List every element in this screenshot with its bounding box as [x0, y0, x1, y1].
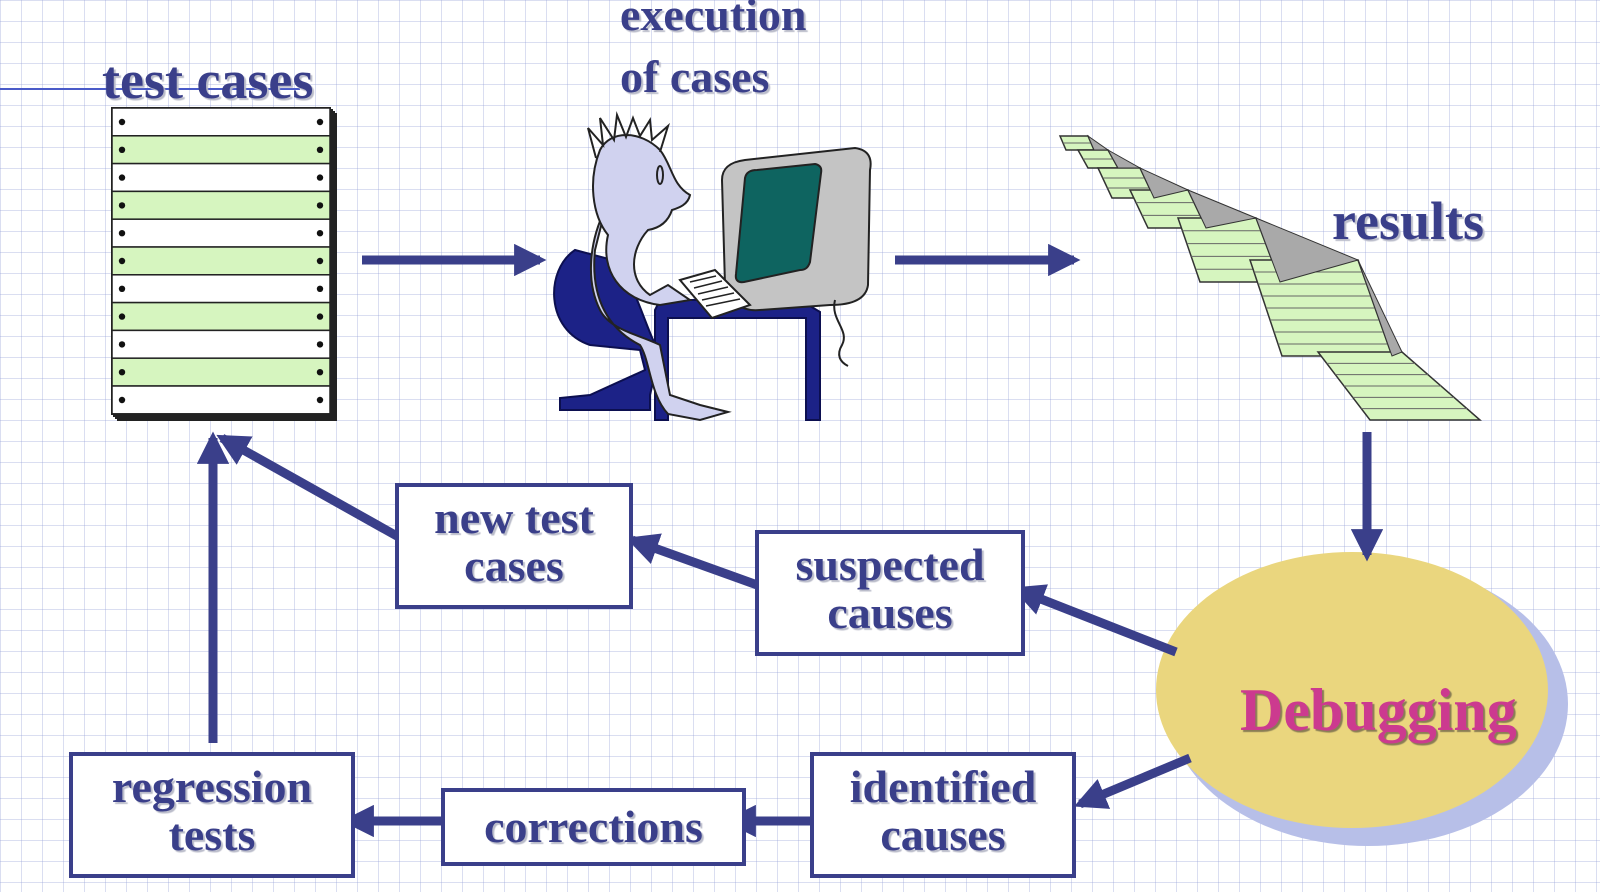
regression-tests-box: regression tests — [69, 752, 355, 878]
identified-causes-line1: identified — [849, 761, 1037, 812]
corrections-line1: corrections — [484, 801, 703, 852]
arrow-suspected-to-new-tests — [625, 533, 762, 591]
identified-causes-box: identified causes — [810, 752, 1076, 878]
new-test-cases-line2: cases — [464, 540, 564, 591]
new-test-cases-line1: new test — [434, 492, 594, 543]
debugging-ellipse — [1156, 552, 1548, 828]
results-label: results — [1332, 191, 1485, 251]
arrow-debugging-to-identified — [1074, 753, 1192, 809]
test-cases-label: test cases — [102, 50, 314, 110]
execution-label-line1: execution — [620, 0, 807, 40]
debugging-label: Debugging — [1240, 677, 1517, 743]
regression-tests-line1: regression — [111, 761, 313, 812]
suspected-causes-line1: suspected — [795, 539, 985, 590]
corrections-box: corrections — [441, 788, 746, 866]
person-at-computer-icon — [553, 111, 872, 422]
suspected-causes-line2: causes — [827, 587, 953, 638]
new-test-cases-box: new test cases — [395, 483, 633, 609]
results-printout-icon — [1058, 134, 1483, 421]
arrow-debugging-to-suspected — [1011, 584, 1178, 657]
suspected-causes-box: suspected causes — [755, 530, 1025, 656]
test-cases-stack-icon — [111, 107, 337, 421]
arrow-new-tests-to-cases — [216, 434, 407, 544]
identified-causes-line2: causes — [880, 809, 1006, 860]
regression-tests-line2: tests — [168, 809, 256, 860]
execution-label-line2: of cases — [620, 51, 770, 102]
